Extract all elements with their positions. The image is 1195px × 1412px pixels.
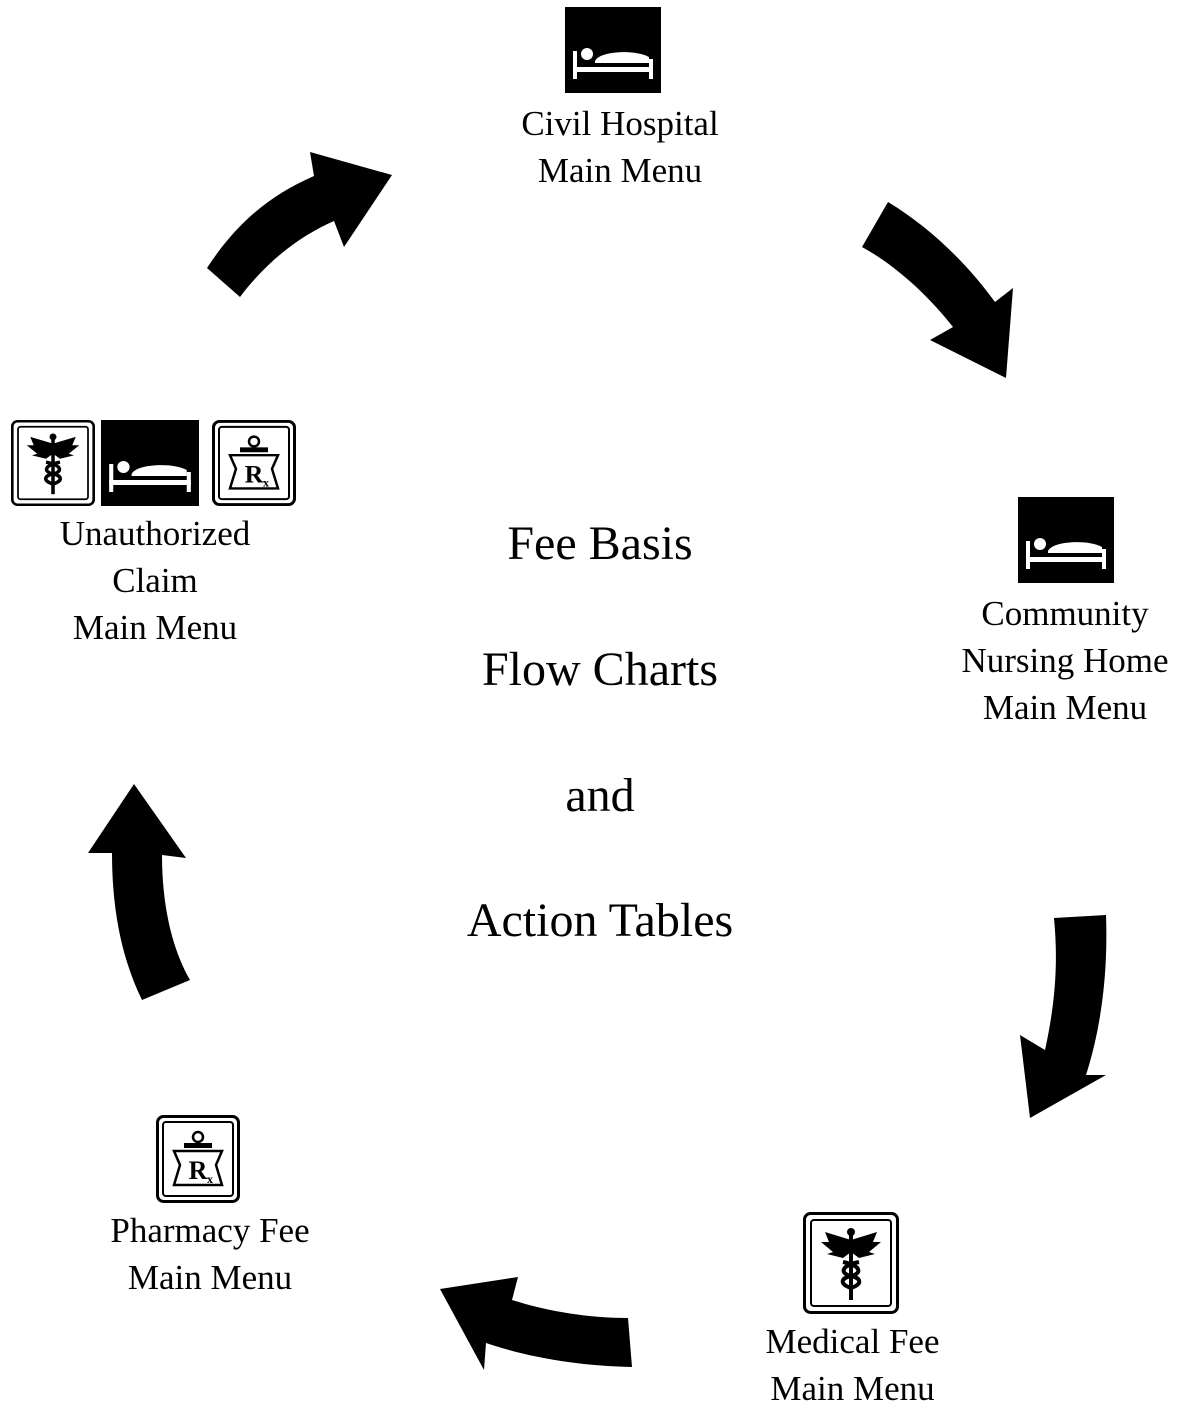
center-title-line: and [565,769,635,822]
node-label-line: Pharmacy Fee [110,1211,310,1250]
center-title-line: Flow Charts [481,643,718,696]
node-label-line: Claim [112,561,198,600]
node-civil-hospital[interactable]: Civil Hospital Main Menu [470,100,770,194]
node-pharmacy-fee[interactable]: Pharmacy Fee Main Menu [70,1207,350,1301]
center-title-line: Action Tables [466,894,734,947]
node-label-line: Unauthorized [59,514,251,553]
rx-mortar-icon: R x [212,420,296,506]
arrow-civil-hospital-to-nursing-home [862,202,1013,378]
svg-text:x: x [263,476,269,490]
rx-mortar-icon: R x [156,1115,240,1203]
caduceus-icon [803,1212,899,1314]
node-medical-fee[interactable]: Medical Fee Main Menu [720,1318,985,1412]
node-community-nursing-home[interactable]: Community Nursing Home Main Menu [935,590,1195,731]
node-label-line: Main Menu [72,608,238,647]
node-label-line: Community [981,594,1149,633]
bed-icon [1018,497,1114,583]
svg-text:R: R [189,1156,208,1185]
bed-icon [565,7,661,93]
arrow-medical-fee-to-pharmacy-fee [440,1277,632,1370]
bed-icon [101,420,199,506]
node-label-line: Main Menu [127,1258,293,1297]
node-label-line: Main Menu [982,688,1148,727]
center-title-line: Fee Basis [507,517,693,570]
node-label-line: Main Menu [770,1369,935,1408]
node-label-line: Civil Hospital [521,104,719,143]
arrow-nursing-home-to-medical-fee [1020,915,1107,1118]
svg-text:x: x [207,1172,213,1186]
node-label-line: Medical Fee [765,1322,940,1361]
arrow-unauthorized-to-civil-hospital [207,152,392,297]
arrow-pharmacy-fee-to-unauthorized [88,784,190,1000]
node-label-line: Nursing Home [961,641,1169,680]
svg-text:R: R [245,460,264,489]
caduceus-icon [11,420,95,506]
node-unauthorized-claim[interactable]: Unauthorized Claim Main Menu [15,510,295,651]
node-label-line: Main Menu [537,151,703,190]
